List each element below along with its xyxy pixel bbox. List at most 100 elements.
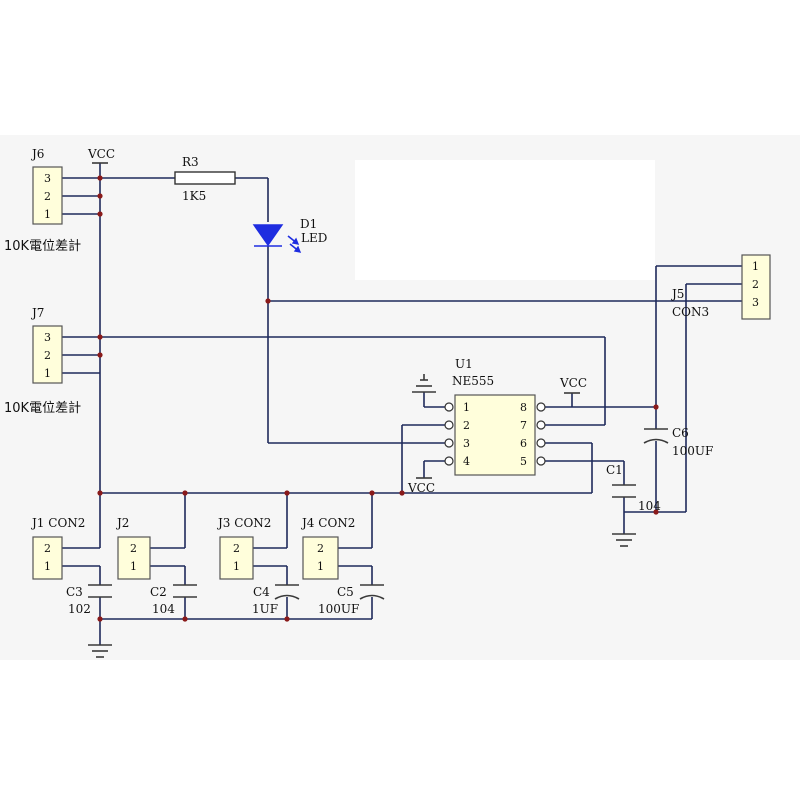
ground-icon: [88, 644, 112, 658]
capacitor-c6: C6 100UF: [643, 426, 713, 458]
ic-pin-8: [536, 402, 546, 412]
junction-dot: [182, 616, 188, 622]
u1-value: NE555: [452, 374, 494, 388]
j6-ref: J6: [30, 147, 44, 161]
junction-dot: [284, 490, 290, 496]
junctions: [97, 175, 659, 622]
ic-pin-2: [444, 420, 454, 430]
junction-dot: [182, 490, 188, 496]
capacitor-c2: C2 104: [150, 584, 197, 616]
junction-dot: [653, 404, 659, 410]
junction-dot: [97, 616, 103, 622]
junction-dot: [97, 352, 103, 358]
vcc-symbol: VCC: [407, 477, 435, 495]
junction-dot: [97, 175, 103, 181]
j3-pin-1: 1: [233, 560, 240, 573]
j2-pin-2: 2: [130, 542, 137, 555]
ic-pin-1: [444, 402, 454, 412]
ground-icon: [412, 374, 436, 393]
j1-ref: J1 CON2: [30, 516, 85, 530]
connector-j6: J6 3 2 1 10K電位差計: [4, 147, 81, 254]
capacitor-c5: C5 100UF: [318, 584, 385, 616]
j4-ref: J4 CON2: [300, 516, 355, 530]
j7-ref: J7: [30, 306, 44, 320]
junction-dot: [399, 490, 405, 496]
r3-ref: R3: [182, 155, 199, 169]
resistor-r3: R3 1K5: [174, 155, 236, 203]
c4-value: 1UF: [252, 602, 278, 616]
vcc-symbol: VCC: [87, 147, 115, 164]
led-d1: D1 LED: [252, 217, 327, 253]
capacitor-c4: C4 1UF: [252, 584, 300, 616]
junction-dot: [284, 616, 290, 622]
ic-pin-4: [444, 456, 454, 466]
c5-value: 100UF: [318, 602, 359, 616]
ic-u1: U1 NE555 1 2 3 4 8 7 6 5: [444, 357, 546, 476]
j6-pin-3: 3: [44, 172, 51, 185]
light-arrow-icon: [293, 245, 302, 253]
ic-pin-label: 8: [520, 401, 527, 414]
connector-j5: 1 2 3 J5 CON3: [670, 254, 771, 320]
c6-ref: C6: [672, 426, 689, 440]
junction-dot: [369, 490, 375, 496]
capacitor-c1: C1 104: [606, 463, 661, 513]
vcc-label: VCC: [407, 481, 435, 495]
vcc-label: VCC: [87, 147, 115, 161]
c6-value: 100UF: [672, 444, 713, 458]
j3-ref: J3 CON2: [216, 516, 271, 530]
r3-value: 1K5: [182, 189, 206, 203]
j5-pin-1: 1: [752, 260, 759, 273]
j3-pin-2: 2: [233, 542, 240, 555]
ic-pin-5: [536, 456, 546, 466]
vcc-symbol: VCC: [559, 376, 587, 394]
j1-pin-2: 2: [44, 542, 51, 555]
j4-pin-1: 1: [317, 560, 324, 573]
j5-ref: J5: [670, 287, 684, 301]
ic-pin-label: 5: [520, 455, 527, 468]
ic-pin-6: [536, 438, 546, 448]
connector-j2: J2 2 1: [115, 516, 151, 580]
connector-j4: J4 CON2 2 1: [300, 516, 355, 580]
j5-pin-3: 3: [752, 296, 759, 309]
capacitor-c3: C3 102: [66, 584, 112, 616]
ic-pin-label: 2: [463, 419, 470, 432]
ground-icon: [612, 533, 636, 547]
j5-value: CON3: [672, 305, 709, 319]
junction-dot: [265, 298, 271, 304]
j7-pin-1: 1: [44, 367, 51, 380]
c5-ref: C5: [337, 585, 354, 599]
j2-ref: J2: [115, 516, 129, 530]
junction-dot: [97, 490, 103, 496]
j4-pin-2: 2: [317, 542, 324, 555]
ic-pin-3: [444, 438, 454, 448]
c4-ref: C4: [253, 585, 270, 599]
c2-ref: C2: [150, 585, 167, 599]
j7-pin-2: 2: [44, 349, 51, 362]
junction-dot: [97, 211, 103, 217]
junction-dot: [97, 193, 103, 199]
j5-pin-2: 2: [752, 278, 759, 291]
light-arrow-icon: [291, 237, 300, 245]
c1-ref: C1: [606, 463, 623, 477]
j6-pin-1: 1: [44, 208, 51, 221]
junction-dot: [97, 334, 103, 340]
j6-pin-2: 2: [44, 190, 51, 203]
j7-pin-3: 3: [44, 331, 51, 344]
d1-ref: D1: [300, 217, 317, 231]
blank-area: [355, 160, 655, 280]
j2-pin-1: 1: [130, 560, 137, 573]
junction-dot: [653, 509, 659, 515]
j1-pin-1: 1: [44, 560, 51, 573]
j7-description: 10K電位差計: [4, 400, 81, 416]
c2-value: 104: [152, 602, 175, 616]
d1-value: LED: [301, 231, 327, 245]
ic-pin-label: 4: [463, 455, 470, 468]
ic-pin-7: [536, 420, 546, 430]
connector-j1: J1 CON2 2 1: [30, 516, 85, 580]
ic-pin-label: 6: [520, 437, 527, 450]
ic-pin-label: 7: [520, 419, 527, 432]
c3-value: 102: [68, 602, 91, 616]
u1-ref: U1: [455, 357, 473, 371]
connector-j3: J3 CON2 2 1: [216, 516, 271, 580]
